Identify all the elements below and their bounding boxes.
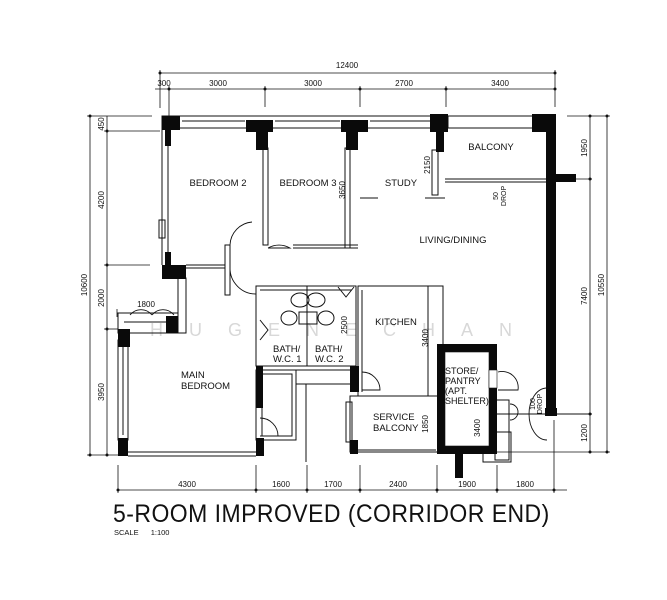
plan-title: 5-ROOM IMPROVED (CORRIDOR END): [113, 500, 550, 528]
room-label-bedroom-3: BEDROOM 3: [279, 178, 336, 189]
balcony-drop-value: 50: [493, 192, 500, 200]
dim-left-total: 10600: [80, 273, 89, 296]
room-label-store-line2: PANTRY: [445, 376, 481, 386]
room-label-study: STUDY: [385, 178, 418, 189]
room-label-main-bedroom-line2: BEDROOM: [181, 381, 230, 392]
room-label-service-balcony-line2: BALCONY: [373, 423, 419, 434]
room-label-main-bedroom-line1: MAIN: [181, 370, 205, 381]
room-label-balcony: BALCONY: [468, 142, 514, 153]
dim-top-0: 300: [157, 79, 171, 88]
bottom-dimensions: [117, 420, 567, 493]
room-label-service-balcony-line1: SERVICE: [373, 412, 415, 423]
balcony-drop-label: DROP: [501, 186, 508, 207]
dim-store-depth: 3400: [473, 419, 482, 437]
dim-bottom-1: 1600: [272, 480, 290, 489]
dim-top-total: 12400: [336, 61, 359, 70]
room-label-store-line3: (APT.: [445, 386, 467, 396]
dim-left-1: 4200: [97, 191, 106, 209]
dim-bottom-0: 4300: [178, 480, 196, 489]
top-dimensions: [155, 70, 556, 118]
watermark: HUGENECHAN: [150, 320, 538, 340]
scale-value: 1:100: [150, 528, 170, 537]
dim-main-bedroom-window: 1800: [137, 300, 155, 309]
door-swings: [129, 221, 548, 441]
dim-right-1: 7400: [580, 287, 589, 305]
room-label-store-line4: SHELTER): [445, 396, 489, 406]
dim-left-2: 2000: [97, 289, 106, 307]
structural-columns: [118, 114, 576, 478]
dim-bottom-4: 1900: [458, 480, 476, 489]
dim-top-2: 3000: [304, 79, 322, 88]
room-label-bath-2-line2: W.C. 2: [315, 354, 344, 365]
dim-left-3: 3950: [97, 383, 106, 401]
room-label-bath-1-line2: W.C. 1: [273, 354, 302, 365]
plan-scale: SCALE 1:100: [114, 528, 179, 537]
dim-bottom-2: 1700: [324, 480, 342, 489]
dim-top-1: 3000: [209, 79, 227, 88]
dim-left-0: 450: [97, 117, 106, 131]
dim-study-depth: 2150: [423, 156, 432, 174]
entry-drop-value: 100: [530, 398, 537, 410]
dim-bath-depth: 2500: [340, 316, 349, 334]
walls: [117, 115, 590, 463]
dim-bedroom3-depth: 3650: [338, 181, 347, 199]
dim-service-balcony-depth: 1850: [421, 415, 430, 433]
scale-label: SCALE: [114, 528, 139, 537]
room-label-kitchen: KITCHEN: [375, 317, 417, 328]
dim-right-total: 10550: [597, 273, 606, 296]
left-dimensions: [87, 115, 160, 456]
dim-right-2: 1200: [580, 424, 589, 442]
room-label-bedroom-2: BEDROOM 2: [189, 178, 246, 189]
dim-right-0: 1950: [580, 139, 589, 157]
dim-top-4: 3400: [491, 79, 509, 88]
dim-bottom-5: 1800: [516, 480, 534, 489]
room-label-bath-2-line1: BATH/: [315, 344, 343, 355]
room-label-store-line1: STORE/: [445, 366, 479, 376]
room-label-bath-1-line1: BATH/: [273, 344, 301, 355]
dim-bottom-3: 2400: [389, 480, 407, 489]
entry-drop-label: DROP: [537, 394, 544, 415]
dim-top-3: 2700: [395, 79, 413, 88]
dim-kitchen-depth: 3400: [421, 329, 430, 347]
room-label-living-dining: LIVING/DINING: [419, 235, 486, 246]
